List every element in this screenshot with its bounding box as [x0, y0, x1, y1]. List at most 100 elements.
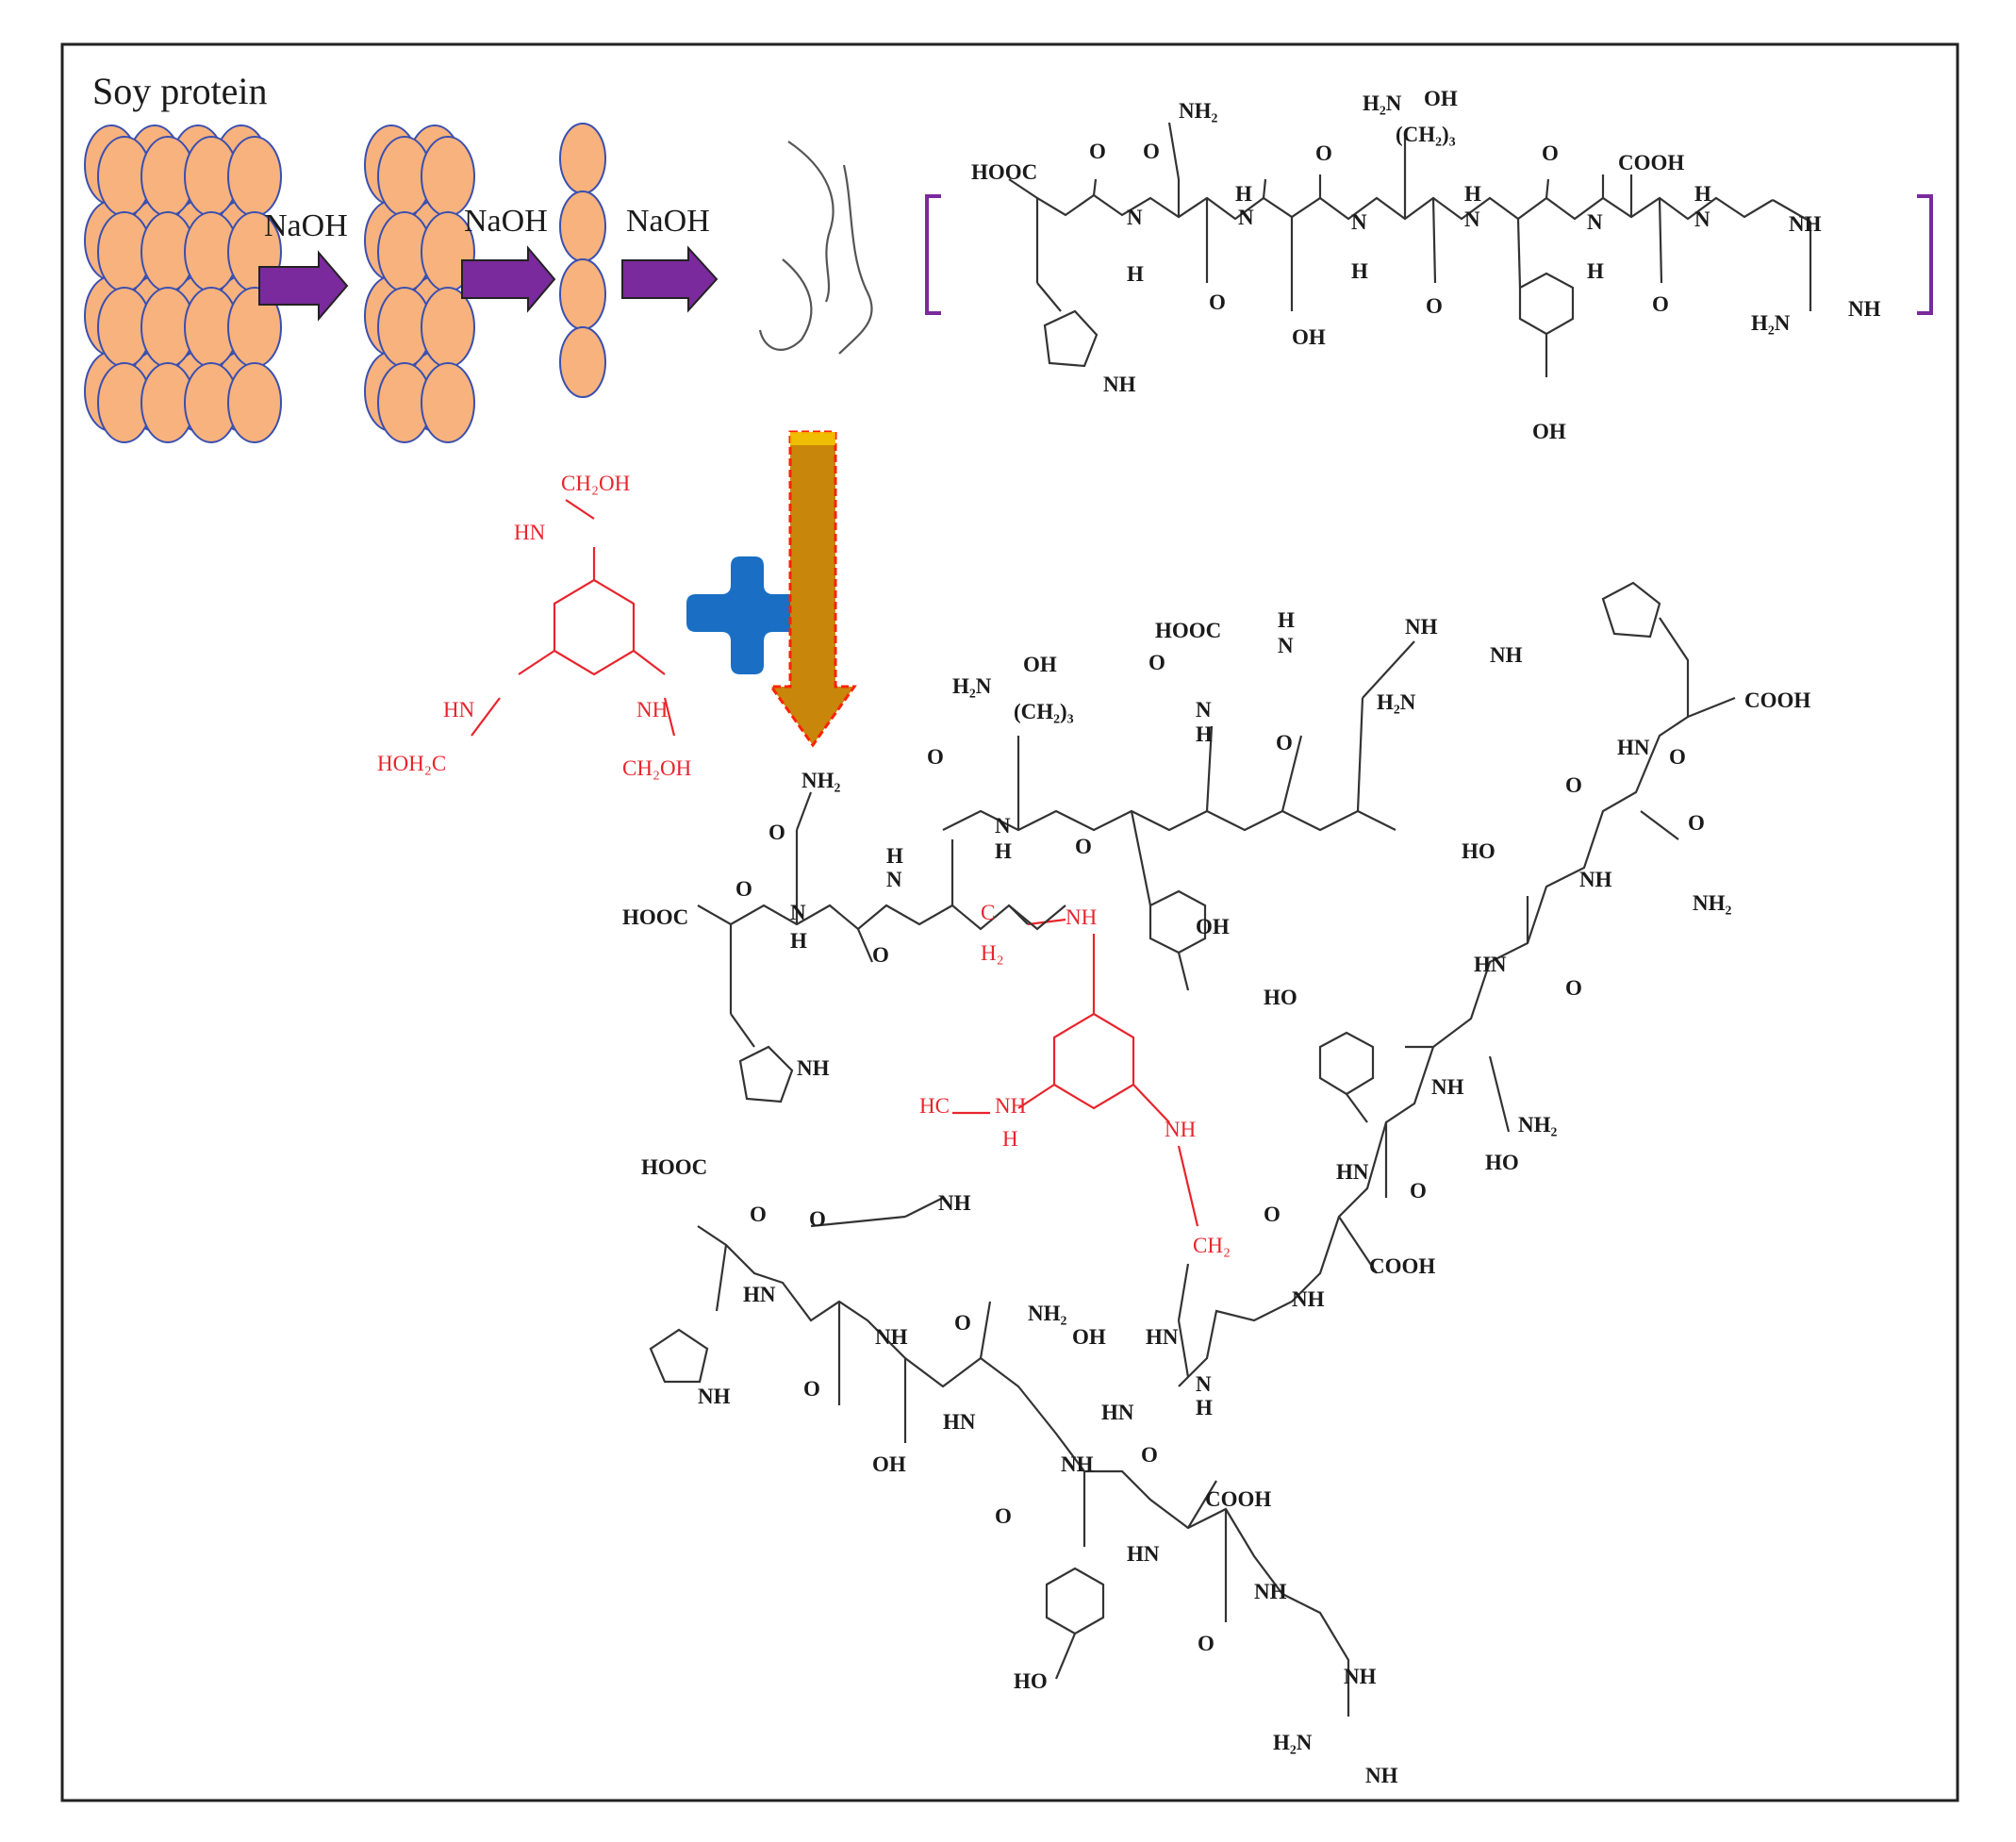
purple-right-arrow-icon [621, 245, 719, 313]
network-label-48: HN [1101, 1401, 1134, 1424]
network-label-58: NH₂ [1028, 1302, 1067, 1325]
right-bracket [1917, 194, 1933, 315]
protein-bead-clusters [84, 123, 606, 443]
network-label-46: NH [1292, 1287, 1325, 1311]
network-label-33: NH₂ [1693, 891, 1732, 915]
protein-bead [559, 258, 606, 330]
network-label-2: H [886, 844, 903, 868]
crosslinker-label-5: CH₂OH [622, 756, 691, 780]
network-label-1: O [768, 821, 785, 844]
network-label-17: N [1278, 634, 1294, 657]
network-label-57: O [954, 1311, 971, 1335]
network-label-16: H [1278, 608, 1295, 632]
naoh-label-1: NaOH [264, 208, 348, 243]
network-label-20: H₂N [1377, 690, 1416, 714]
network-label-62: HN [943, 1410, 976, 1434]
top-label-4: HOOC [971, 160, 1037, 184]
network-crosslink-label-5: H [1002, 1127, 1018, 1151]
network-label-13: N [1196, 698, 1212, 722]
network-label-7: (CH₂)₃ [1014, 700, 1074, 723]
naoh-label-2: NaOH [464, 204, 548, 239]
network-label-69: NH [1254, 1580, 1287, 1603]
network-label-51: HOOC [641, 1155, 707, 1179]
network-label-37: O [1565, 976, 1582, 1000]
top-label-16: O [1426, 294, 1443, 318]
top-label-9: H [1235, 182, 1252, 206]
network-label-14: O [1148, 651, 1165, 674]
purple-right-arrow-icon [461, 245, 556, 313]
purple-right-arrow-icon [258, 250, 349, 322]
network-label-34: HO [1462, 839, 1495, 863]
crosslinker-label-2: HN [443, 698, 475, 722]
network-label-73: H₂N [1273, 1731, 1313, 1754]
network-label-41: HO [1485, 1151, 1519, 1174]
top-label-19: O [1542, 141, 1559, 165]
network-label-66: O [995, 1504, 1012, 1528]
protein-bead [559, 326, 606, 398]
top-label-24: H [1694, 182, 1711, 206]
top-label-17: H [1464, 182, 1481, 206]
network-label-61: O [803, 1377, 820, 1401]
network-label-12: H [1196, 722, 1213, 746]
top-label-27: H₂N [1751, 311, 1791, 335]
network-label-64: NH [1061, 1452, 1094, 1476]
network-label-63: OH [872, 1452, 906, 1476]
network-label-23: N [790, 901, 806, 924]
protein-bead [421, 287, 475, 368]
crosslinker-label-0: CH₂OH [561, 472, 630, 495]
network-label-21: HOOC [622, 905, 688, 929]
crosslinker-label-4: HOH₂C [377, 752, 446, 775]
network-label-26: OH [1196, 915, 1230, 938]
network-label-44: O [1264, 1203, 1281, 1226]
left-bracket [925, 194, 941, 315]
network-label-19: NH [1490, 643, 1523, 667]
network-label-29: HN [1617, 736, 1650, 759]
network-label-72: NH [1344, 1665, 1377, 1688]
network-crosslink-label-3: HC [919, 1094, 950, 1118]
top-label-2: OH [1424, 87, 1458, 110]
network-label-6: OH [1023, 653, 1057, 676]
protein-bead [559, 191, 606, 262]
crosslinker-label-1: HN [514, 521, 546, 544]
network-crosslink-label-4: NH [995, 1094, 1026, 1118]
network-label-68: HN [1127, 1542, 1160, 1566]
network-crosslink-label-7: CH₂ [1193, 1234, 1231, 1257]
protein-bead [227, 362, 282, 443]
gold-down-arrow-icon [768, 430, 857, 748]
crosslinker-monomer [471, 499, 676, 737]
network-label-3: N [886, 868, 902, 891]
network-label-56: NH [875, 1325, 908, 1349]
network-label-28: COOH [1744, 689, 1810, 712]
top-label-20: COOH [1618, 151, 1684, 174]
network-label-36: HN [1474, 953, 1507, 976]
protein-bead [227, 136, 282, 217]
top-label-8: O [1143, 140, 1160, 163]
network-label-43: O [1410, 1179, 1427, 1203]
top-label-30: OH [1532, 420, 1566, 443]
top-label-10: N [1238, 206, 1254, 229]
network-crosslink-label-0: C [981, 901, 995, 924]
network-label-11: HOOC [1155, 619, 1221, 642]
top-label-5: O [1089, 140, 1106, 163]
network-label-8: N [995, 814, 1011, 838]
protein-bead [559, 123, 606, 194]
top-label-23: O [1652, 292, 1669, 316]
network-label-4: O [927, 745, 944, 769]
soy-protein-title: Soy protein [92, 70, 268, 112]
top-label-0: NH₂ [1179, 99, 1218, 123]
network-label-60: NH [698, 1385, 731, 1408]
top-label-18: N [1464, 207, 1480, 231]
top-label-14: N [1351, 210, 1367, 234]
network-label-65: O [1141, 1443, 1158, 1467]
crosslinker-label-3: NH [636, 698, 668, 722]
top-label-28: NH [1848, 297, 1881, 321]
network-label-74: NH [1365, 1764, 1398, 1787]
crosslinker-labels: CH₂OH HN HN NH HOH₂C CH₂OH [377, 472, 691, 780]
network-label-15: O [1276, 731, 1293, 755]
network-label-31: O [1565, 773, 1582, 797]
blue-plus-icon [686, 556, 801, 674]
